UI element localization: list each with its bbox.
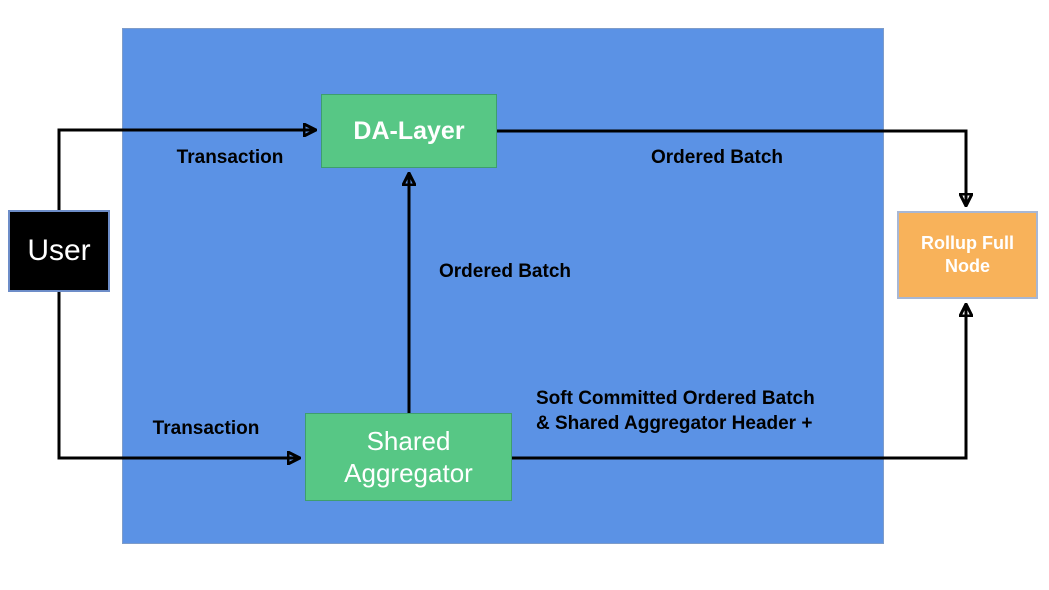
- node-shared-aggregator-label: Shared Aggregator: [344, 425, 473, 489]
- edge-label-soft-committed-line2: & Shared Aggregator Header +: [536, 413, 813, 434]
- node-rollup-full-node: Rollup Full Node: [897, 211, 1038, 299]
- node-da-layer: DA-Layer: [321, 94, 497, 168]
- edge-label-transaction-bottom: Transaction: [152, 418, 260, 439]
- edge-da-layer-to-rollup-full-node: [497, 129, 966, 205]
- node-shared-aggregator: Shared Aggregator: [305, 413, 512, 501]
- edge-label-ordered-batch-top-right: Ordered Batch: [651, 147, 783, 168]
- edge-user-to-shared-aggregator: [57, 292, 299, 458]
- node-user: User: [8, 210, 110, 292]
- node-rollup-full-node-label: Rollup Full Node: [921, 232, 1014, 276]
- edge-shared-aggregator-to-rollup-full-node: [512, 305, 966, 460]
- node-user-label: User: [27, 234, 91, 267]
- edge-user-to-da-layer: [57, 130, 315, 210]
- node-da-layer-label: DA-Layer: [353, 116, 465, 145]
- edge-label-soft-committed-line1: Soft Committed Ordered Batch: [536, 388, 815, 409]
- edge-label-soft-committed: Soft Committed Ordered Batch & Shared Ag…: [536, 386, 815, 436]
- edge-label-ordered-batch-middle: Ordered Batch: [439, 261, 571, 282]
- edge-label-transaction-top: Transaction: [176, 147, 284, 168]
